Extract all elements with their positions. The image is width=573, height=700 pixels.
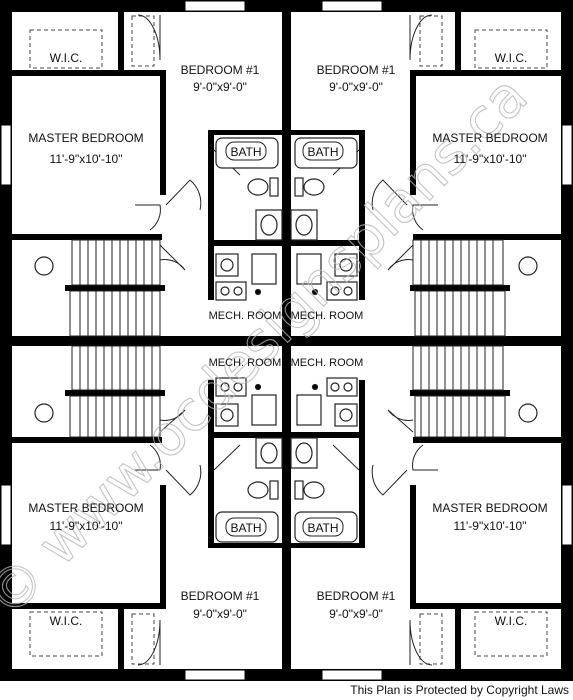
room-label-master: MASTER BEDROOM [28,501,143,515]
room-label-bedroom: BEDROOM #1 [317,589,396,603]
floor-plan: © www.ocdesignsplans.ca W.I.C. W.I.C. W.… [0,0,573,681]
room-size-bedroom: 9'-0"x9'-0" [329,80,383,94]
room-size-bedroom: 9'-0"x9'-0" [329,607,383,621]
interior-walls [12,12,563,669]
room-label-master: MASTER BEDROOM [28,131,143,145]
stairs [69,239,506,438]
room-label-mech: MECH. ROOM [291,310,364,322]
bath-label-boxes [225,141,344,537]
room-size-master: 11'-9"x10'-10" [50,519,123,533]
room-size-bedroom: 9'-0"x9'-0" [193,607,247,621]
room-label-bath: BATH [230,521,261,535]
copyright-footer: This Plan is Protected by Copyright Laws [350,683,569,697]
room-label-wic: W.I.C. [50,51,83,65]
room-label-wic: W.I.C. [495,51,528,65]
room-label-mech: MECH. ROOM [291,357,364,369]
room-size-master: 11'-9"x10'-10" [50,152,123,166]
room-size-master: 11'-9"x10'-10" [454,152,527,166]
room-size-bedroom: 9'-0"x9'-0" [193,80,247,94]
ceiling-fixtures [34,256,538,423]
room-label-bath: BATH [307,145,338,159]
mech-equipment [215,253,358,427]
room-label-bedroom: BEDROOM #1 [181,589,260,603]
room-label-wic: W.I.C. [495,614,528,628]
room-label-mech: MECH. ROOM [209,357,282,369]
room-label-master: MASTER BEDROOM [432,501,547,515]
room-label-master: MASTER BEDROOM [432,131,547,145]
room-label-bedroom: BEDROOM #1 [317,63,396,77]
room-label-bedroom: BEDROOM #1 [181,63,260,77]
room-label-bath: BATH [230,145,261,159]
windows [0,0,573,681]
room-size-master: 11'-9"x10'-10" [454,519,527,533]
room-label-wic: W.I.C. [50,614,83,628]
room-label-bath: BATH [307,521,338,535]
room-label-mech: MECH. ROOM [209,310,282,322]
